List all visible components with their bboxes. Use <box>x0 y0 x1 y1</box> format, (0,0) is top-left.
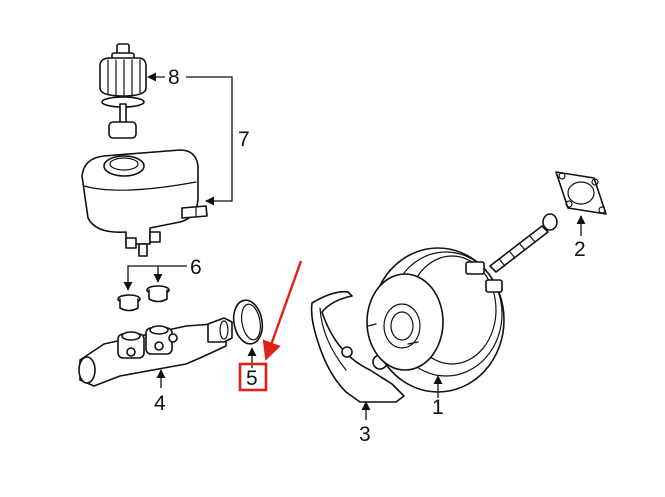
leader-lines <box>123 72 586 420</box>
callout-6: 6 <box>190 256 202 279</box>
reservoir-part <box>81 149 208 257</box>
grommets-part <box>117 285 170 312</box>
callout-5: 5 <box>246 367 258 390</box>
reservoir-cap-part <box>99 43 147 139</box>
highlight-box <box>238 362 268 392</box>
callout-7: 7 <box>238 128 250 151</box>
highlight-annotation <box>238 260 303 392</box>
callout-2: 2 <box>574 238 586 261</box>
callout-4: 4 <box>154 392 166 415</box>
brake-booster-part <box>366 213 558 393</box>
callout-8: 8 <box>168 66 180 89</box>
gasket-part <box>555 171 607 215</box>
callout-3: 3 <box>359 423 371 446</box>
callout-labels: 8 7 6 4 5 3 1 2 <box>154 66 586 446</box>
callout-1: 1 <box>432 396 444 419</box>
highlight-arrow <box>262 260 303 361</box>
seal-part <box>232 299 264 345</box>
master-cylinder-part <box>78 317 233 387</box>
